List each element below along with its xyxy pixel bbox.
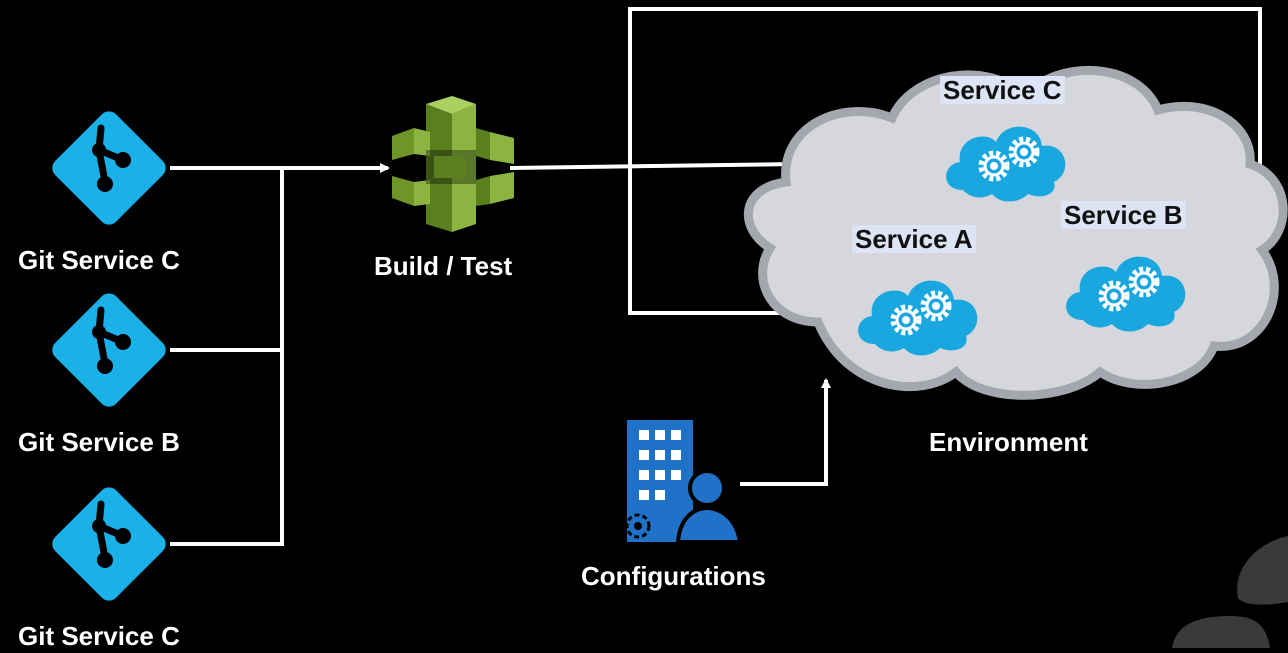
configurations-label: Configurations	[581, 561, 766, 591]
service-label: Service C	[940, 76, 1065, 104]
service-label: Service A	[852, 225, 976, 253]
service-label: Service B	[1061, 201, 1186, 229]
git-repo-icon	[48, 107, 170, 229]
decorative-shape	[1237, 536, 1288, 605]
git-repo-label: Git Service C	[18, 245, 180, 275]
git-repo-label: Git Service C	[18, 621, 180, 651]
build-test-label: Build / Test	[374, 251, 513, 281]
connector-config-to-environment	[740, 378, 831, 486]
configurations-icon	[625, 420, 743, 544]
git-repo-icon	[48, 289, 170, 411]
decorative-shape	[1172, 616, 1270, 648]
environment-label: Environment	[929, 427, 1088, 457]
build-test-icon	[392, 96, 514, 232]
git-repo-label: Git Service B	[18, 427, 180, 457]
connector-git-c-bottom	[170, 168, 284, 546]
environment-cloud	[743, 65, 1288, 400]
git-repo-icon	[48, 483, 170, 605]
